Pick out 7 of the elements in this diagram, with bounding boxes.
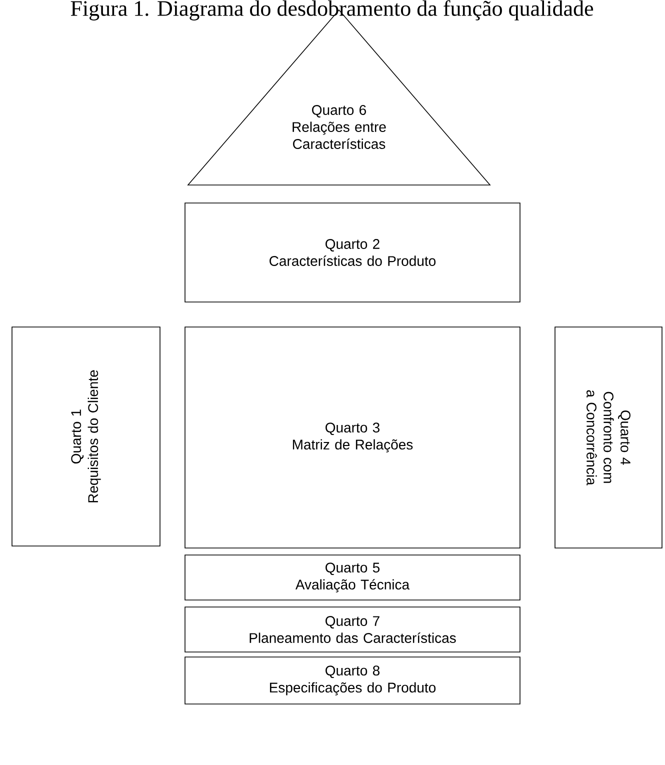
process-box: Quarto 5 Avaliação Técnica bbox=[184, 554, 520, 600]
process-box: Quarto 7 Planeamento das Características bbox=[184, 606, 520, 652]
process-box: Quarto 3 Matriz de Relações bbox=[184, 326, 520, 548]
process-box: Quarto 2 Características do Produto bbox=[184, 202, 520, 302]
process-box: Quarto 1 Requisitos do Cliente bbox=[12, 326, 160, 546]
process-box: Quarto 8 Especificações do Produto bbox=[184, 656, 520, 704]
process-box: Quarto 4 Confronto com a Concorrência bbox=[554, 326, 662, 548]
